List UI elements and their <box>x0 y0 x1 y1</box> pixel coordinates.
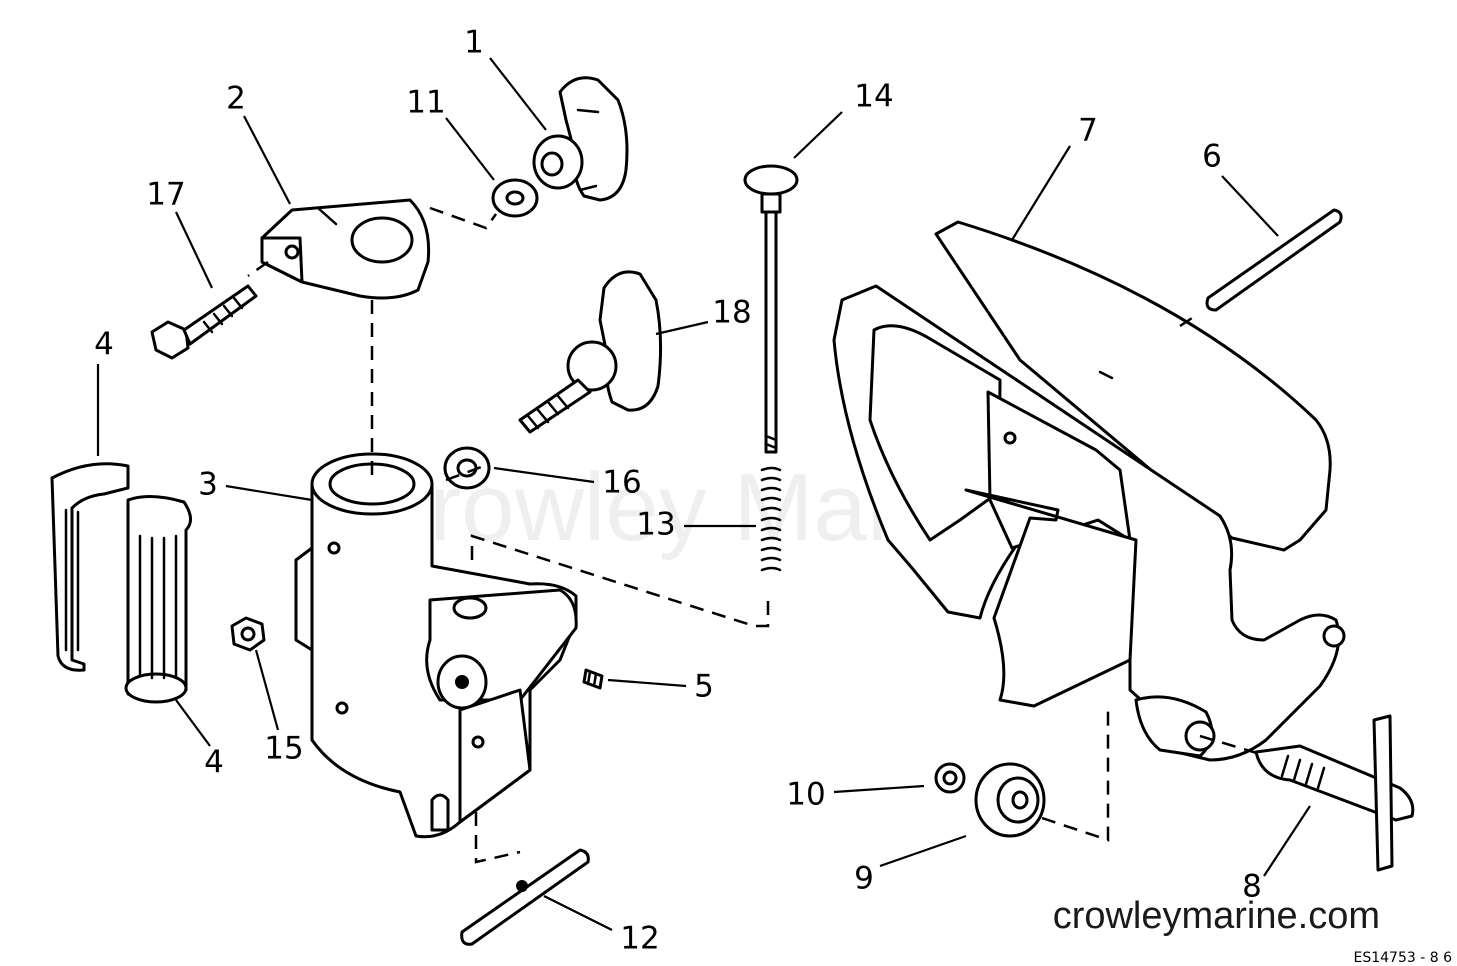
callout-12: 12 <box>620 921 659 957</box>
part-6-pin <box>1205 208 1343 312</box>
part-8-t-screw <box>1254 714 1415 872</box>
part-2-clamp-bracket <box>260 198 431 300</box>
callout-14: 14 <box>854 79 893 115</box>
callout-7: 7 <box>1078 113 1098 149</box>
callout-13: 13 <box>636 507 675 543</box>
part-10-retaining-ring <box>934 762 966 794</box>
drawing-code: ES14753 - 8 6 <box>1354 950 1453 966</box>
site-credit: crowleymarine.com <box>1053 895 1380 937</box>
callout-8: 8 <box>1242 869 1262 905</box>
part-17-bolt <box>150 284 258 360</box>
part-12-pin <box>460 848 590 946</box>
part-5-set-screw <box>582 668 604 690</box>
callout-15: 15 <box>264 731 303 767</box>
leader-lines <box>96 57 1311 931</box>
callout-1: 1 <box>464 25 484 61</box>
callout-4-upper: 4 <box>94 327 114 363</box>
part-13-spring <box>760 466 782 572</box>
callout-6: 6 <box>1202 139 1222 175</box>
callout-2: 2 <box>226 81 246 117</box>
callout-3: 3 <box>198 467 218 503</box>
callout-9: 9 <box>854 861 874 897</box>
part-11-washer <box>491 178 539 218</box>
callout-4-lower: 4 <box>204 745 224 781</box>
callout-10: 10 <box>786 777 825 813</box>
part-7-clamp-housing <box>832 220 1346 762</box>
part-18-t-handle-screw <box>518 270 663 434</box>
callout-17: 17 <box>146 177 185 213</box>
assembly-lines <box>247 206 1261 864</box>
part-4-liner-right <box>124 495 192 704</box>
part-4-liner-left <box>50 462 130 672</box>
callout-11: 11 <box>406 85 445 121</box>
part-15-nut <box>230 616 266 652</box>
callout-16: 16 <box>602 465 641 501</box>
part-14-stud <box>743 164 799 454</box>
part-16-washer <box>443 446 491 490</box>
callout-numbers: 1 2 3 4 4 5 6 7 8 9 10 11 12 13 14 15 16… <box>94 25 1262 957</box>
callout-18: 18 <box>712 295 751 331</box>
part-1-t-handle <box>532 76 629 202</box>
callout-5: 5 <box>694 669 714 705</box>
part-9-pad <box>974 762 1046 838</box>
